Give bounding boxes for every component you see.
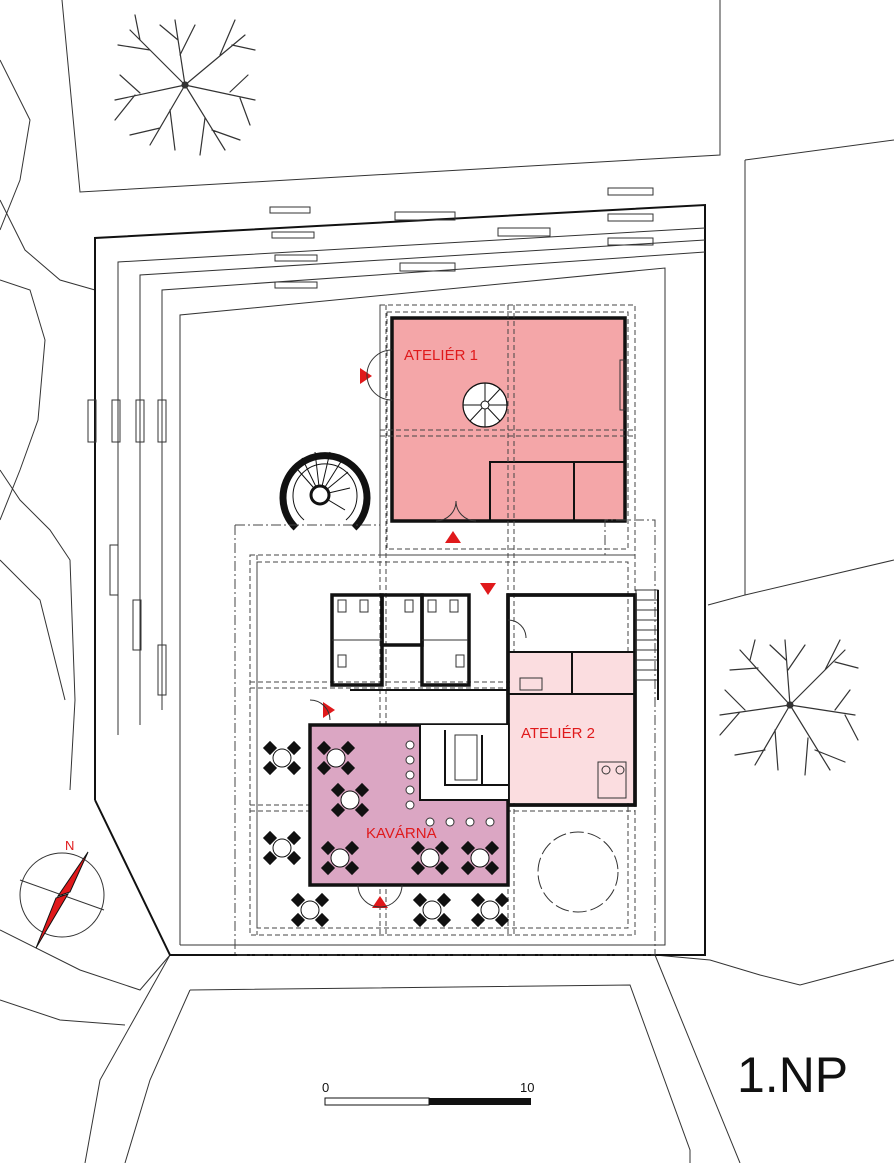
entrance-markers <box>323 368 496 908</box>
cafe-table <box>290 892 330 928</box>
room-label-atelier-2: ATELIÉR 2 <box>521 725 595 742</box>
scale-bar: 0 10 <box>322 1080 534 1106</box>
room-label-kavarna: KAVÁRNA <box>366 825 437 842</box>
floor-label: 1.NP <box>737 1047 848 1103</box>
entrance-marker-corridor-north <box>480 583 496 595</box>
outdoor-spiral-stair <box>279 451 371 531</box>
entrance-marker-kavarna-south <box>372 896 388 908</box>
scale-bar-end-label: 10 <box>520 1080 534 1095</box>
scale-bar-start-label: 0 <box>322 1080 329 1095</box>
corridor-walls <box>310 595 508 726</box>
room-label-atelier-1: ATELIÉR 1 <box>404 347 478 364</box>
door-swings <box>309 349 527 908</box>
cafe-table <box>412 892 452 928</box>
cafe-table <box>460 840 500 876</box>
tree-right <box>719 639 859 776</box>
atelier-1-spiral-stair <box>462 382 508 428</box>
cafe-table <box>262 740 302 776</box>
cafe-table <box>330 782 370 818</box>
cafe-table <box>470 892 510 928</box>
tree-top <box>114 14 256 156</box>
north-arrow: N <box>19 838 105 949</box>
courtyard-circle <box>537 831 619 913</box>
atelier-2-room <box>506 589 659 807</box>
restrooms-block <box>330 593 471 687</box>
cafe-table <box>262 830 302 866</box>
entrance-marker-corridor-west <box>323 702 335 718</box>
cafe-tables <box>262 740 510 928</box>
entrance-marker-atelier-1-south <box>445 531 461 543</box>
cafe-table <box>320 840 360 876</box>
entrance-marker-atelier-1-west <box>360 368 372 384</box>
north-arrow-label: N <box>65 838 74 853</box>
cafe-table <box>316 740 356 776</box>
cafe-table <box>410 840 450 876</box>
